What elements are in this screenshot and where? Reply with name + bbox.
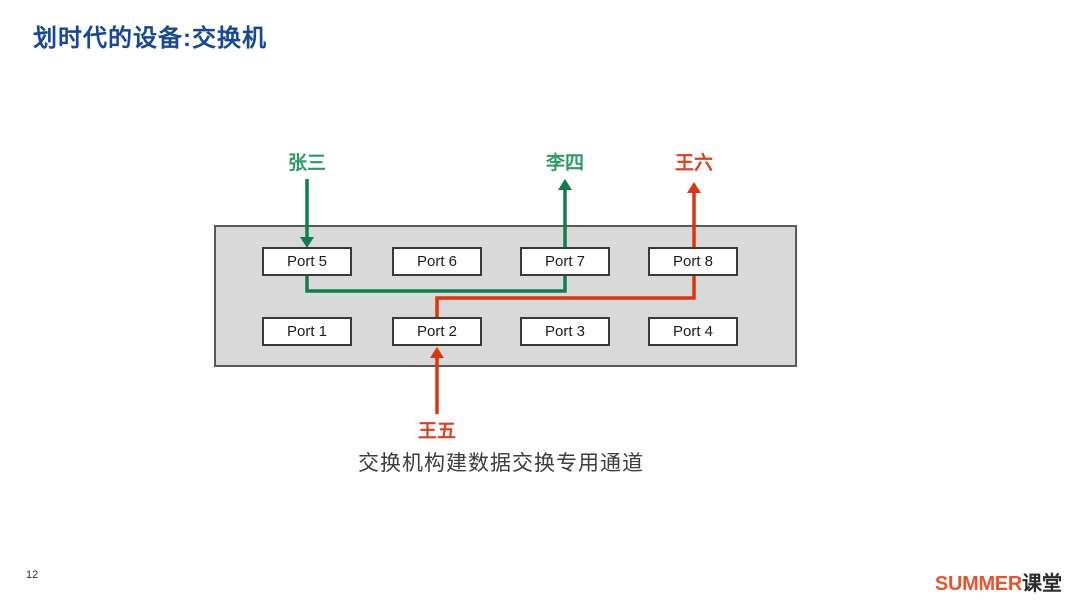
actor-zhangsan: 张三 [287,153,326,174]
port-7-box: Port 7 [520,247,610,276]
summer-logo: SUMMER课堂 [935,567,1062,596]
port-2-label: Port 2 [416,323,458,340]
logo-suffix-text: 课堂 [1022,573,1062,595]
logo-brand-text: SUMMER [934,573,1022,595]
port-6-label: Port 6 [416,253,458,270]
actor-wangliu: 王六 [674,153,713,174]
port-8-box: Port 8 [648,247,738,276]
arrowhead-up-wangliu [687,182,701,193]
port-2-box: Port 2 [392,317,482,346]
actor-wangwu: 王五 [417,421,456,442]
port-5-box: Port 5 [262,247,352,276]
port-5-label: Port 5 [286,253,328,270]
port-3-box: Port 3 [520,317,610,346]
port-3-label: Port 3 [544,323,586,340]
port-1-box: Port 1 [262,317,352,346]
port-6-box: Port 6 [392,247,482,276]
port-4-label: Port 4 [672,323,714,340]
port-4-box: Port 4 [648,317,738,346]
arrowhead-up-lisi [558,179,572,190]
page-number: 12 [26,569,39,581]
port-8-label: Port 8 [672,253,714,270]
port-7-label: Port 7 [544,253,586,270]
slide-title: 划时代的设备:交换机 [33,25,267,52]
diagram-caption: 交换机构建数据交换专用通道 [358,452,644,475]
actor-lisi: 李四 [545,153,584,174]
port-1-label: Port 1 [286,323,328,340]
